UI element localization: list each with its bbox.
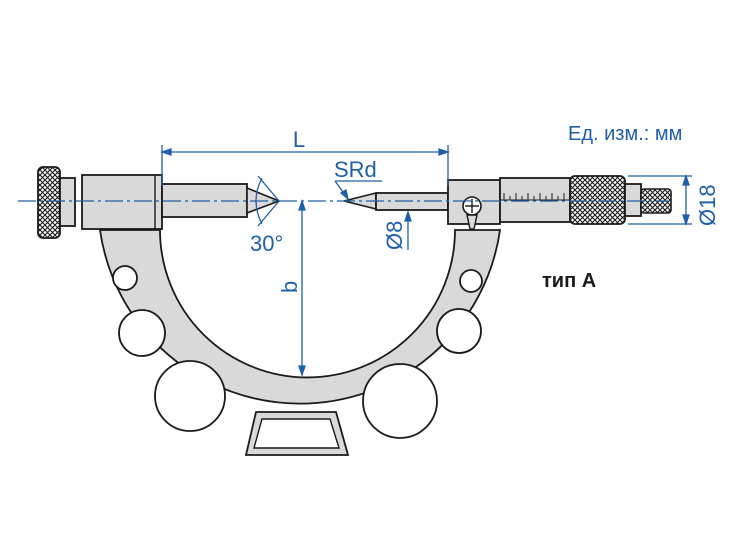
units-label: Ед. изм.: мм [568, 123, 682, 145]
tip-radius-leader [334, 180, 382, 201]
tip-angle-label: 30° [250, 231, 283, 256]
length-label: L [293, 127, 305, 152]
thimble-knurl [569, 175, 626, 225]
frame-hole [459, 269, 483, 293]
type-label: тип А [542, 270, 596, 292]
dimension-length [159, 145, 451, 186]
throat-depth-label: b [277, 281, 302, 293]
anvil-body [81, 174, 163, 230]
tip-radius-label: SRd [334, 157, 377, 182]
dimension-spindle-diameter [404, 209, 412, 250]
tip-angle-arc [255, 175, 280, 227]
frame-hole [112, 265, 138, 291]
dimension-sleeve-diameter [628, 173, 692, 227]
dimension-throat-depth [298, 198, 306, 378]
anvil-knob [37, 166, 61, 239]
frame-hole [362, 363, 438, 439]
frame-hole [436, 308, 482, 354]
frame-hole [154, 360, 226, 432]
frame-hole [118, 309, 166, 357]
spindle-diameter-label: Ø8 [382, 221, 407, 250]
sleeve-diameter-label: Ø18 [695, 184, 720, 226]
